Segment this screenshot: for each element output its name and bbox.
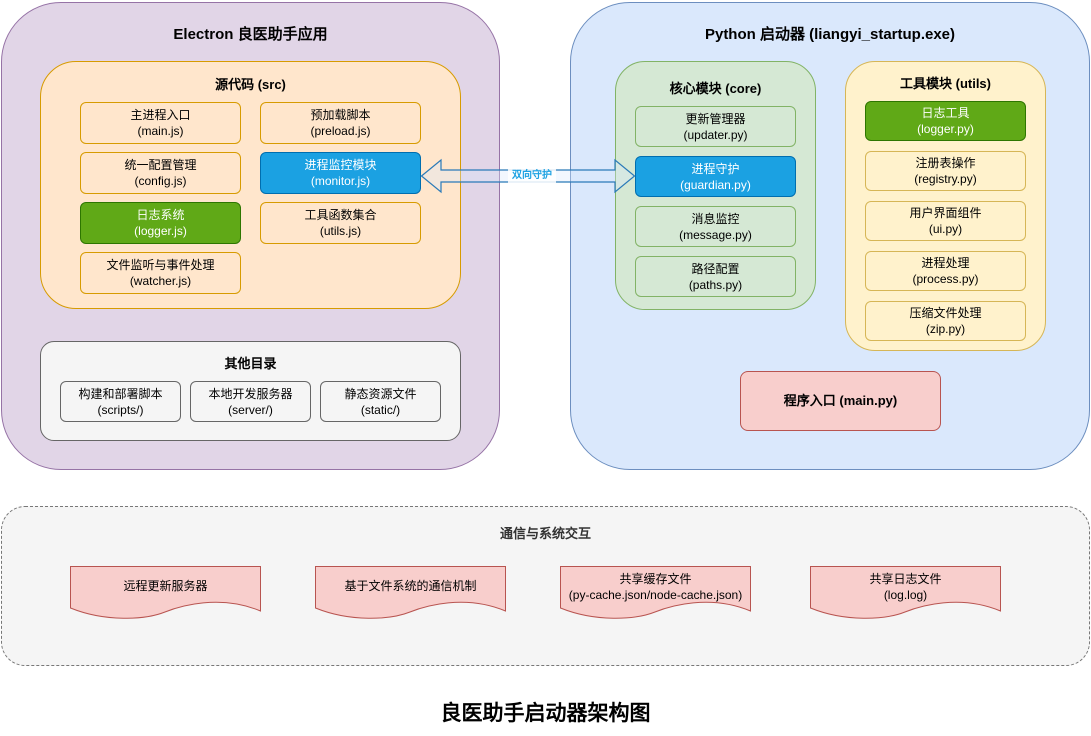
entry-main-py[interactable]: 程序入口 (main.py) (740, 371, 941, 431)
module-name: 注册表操作 (915, 156, 976, 170)
module-file: (watcher.js) (129, 274, 192, 288)
module-name: 日志工具 (921, 106, 970, 120)
module-config-js[interactable]: 统一配置管理 (config.js) (80, 152, 241, 194)
doc-file: (py-cache.json/node-cache.json) (568, 588, 743, 602)
module-file: (logger.py) (917, 122, 974, 136)
module-file: (paths.py) (688, 277, 743, 292)
doc-name: 基于文件系统的通信机制 (344, 579, 477, 593)
module-name: 路径配置 (691, 261, 740, 276)
module-file: (registry.py) (914, 172, 977, 186)
module-name: 进程监控模块 (304, 158, 377, 172)
dir-scripts[interactable]: 构建和部署脚本 (scripts/) (60, 381, 181, 422)
dir-server[interactable]: 本地开发服务器 (server/) (190, 381, 311, 422)
module-name: 统一配置管理 (124, 158, 197, 172)
doc-name: 共享日志文件 (869, 572, 942, 586)
dir-name: 本地开发服务器 (208, 386, 293, 401)
module-name: 消息监控 (691, 211, 740, 226)
entry-label: 程序入口 (main.py) (783, 393, 898, 408)
module-name: 进程守护 (691, 161, 740, 176)
module-name: 更新管理器 (685, 111, 746, 126)
diagram-title: 良医助手启动器架构图 (440, 702, 651, 725)
doc-shared-cache-files[interactable]: 共享缓存文件 (py-cache.json/node-cache.json) (560, 566, 751, 620)
document-shape (560, 566, 751, 619)
module-name: 工具函数集合 (304, 208, 377, 222)
document-shape (810, 566, 1001, 619)
module-process-py[interactable]: 进程处理 (process.py) (865, 251, 1026, 291)
doc-file: (log.log) (883, 588, 928, 602)
core-title: 核心模块 (core) (669, 81, 762, 96)
module-logger-js[interactable]: 日志系统 (logger.js) (80, 202, 241, 244)
document-shape (315, 566, 506, 619)
module-file: (ui.py) (928, 222, 963, 236)
document-shape (70, 566, 261, 619)
module-file: (preload.js) (310, 124, 371, 138)
module-file: (updater.py) (683, 127, 748, 142)
module-watcher-js[interactable]: 文件监听与事件处理 (watcher.js) (80, 252, 241, 294)
module-file: (logger.js) (134, 224, 187, 238)
arrow-label: 双向守护 (508, 168, 556, 184)
module-registry-py[interactable]: 注册表操作 (registry.py) (865, 151, 1026, 191)
doc-name: 远程更新服务器 (123, 579, 208, 593)
module-file: (zip.py) (925, 322, 966, 336)
dir-path: (static/) (360, 402, 401, 417)
module-name: 压缩文件处理 (909, 306, 982, 320)
module-name: 日志系统 (136, 208, 185, 222)
module-name: 文件监听与事件处理 (106, 258, 215, 272)
module-guardian-py[interactable]: 进程守护 (guardian.py) (635, 156, 796, 197)
src-title: 源代码 (src) (215, 77, 286, 92)
utils-title: 工具模块 (utils) (900, 76, 991, 91)
module-file: (process.py) (912, 272, 979, 286)
python-launcher-title: Python 启动器 (liangyi_startup.exe) (704, 26, 956, 43)
module-updater-py[interactable]: 更新管理器 (updater.py) (635, 106, 796, 147)
module-file: (monitor.js) (310, 174, 371, 188)
module-monitor-js[interactable]: 进程监控模块 (monitor.js) (260, 152, 421, 194)
dir-path: (scripts/) (97, 402, 144, 417)
module-file: (utils.js) (319, 224, 362, 238)
doc-remote-update-server[interactable]: 远程更新服务器 (70, 566, 261, 620)
electron-app-title: Electron 良医助手应用 (173, 26, 328, 43)
module-utils-js[interactable]: 工具函数集合 (utils.js) (260, 202, 421, 244)
other-dirs-title: 其他目录 (224, 356, 277, 371)
module-logger-py[interactable]: 日志工具 (logger.py) (865, 101, 1026, 141)
module-name: 进程处理 (921, 256, 970, 270)
module-ui-py[interactable]: 用户界面组件 (ui.py) (865, 201, 1026, 241)
module-file: (message.py) (679, 227, 752, 242)
doc-filesystem-communication[interactable]: 基于文件系统的通信机制 (315, 566, 506, 620)
module-name: 主进程入口 (130, 108, 191, 122)
module-preload-js[interactable]: 预加载脚本 (preload.js) (260, 102, 421, 144)
module-name: 预加载脚本 (310, 108, 371, 122)
communication-title: 通信与系统交互 (499, 526, 591, 541)
module-paths-py[interactable]: 路径配置 (paths.py) (635, 256, 796, 297)
doc-name: 共享缓存文件 (619, 572, 692, 586)
dir-static[interactable]: 静态资源文件 (static/) (320, 381, 441, 422)
dir-name: 静态资源文件 (344, 386, 417, 401)
module-file: (config.js) (134, 174, 187, 188)
module-file: (guardian.py) (680, 177, 751, 192)
module-zip-py[interactable]: 压缩文件处理 (zip.py) (865, 301, 1026, 341)
doc-shared-log-file[interactable]: 共享日志文件 (log.log) (810, 566, 1001, 620)
dir-path: (server/) (228, 402, 273, 417)
module-main-js[interactable]: 主进程入口 (main.js) (80, 102, 241, 144)
module-name: 用户界面组件 (909, 206, 982, 220)
module-file: (main.js) (137, 124, 184, 138)
module-message-py[interactable]: 消息监控 (message.py) (635, 206, 796, 247)
dir-name: 构建和部署脚本 (78, 386, 163, 401)
